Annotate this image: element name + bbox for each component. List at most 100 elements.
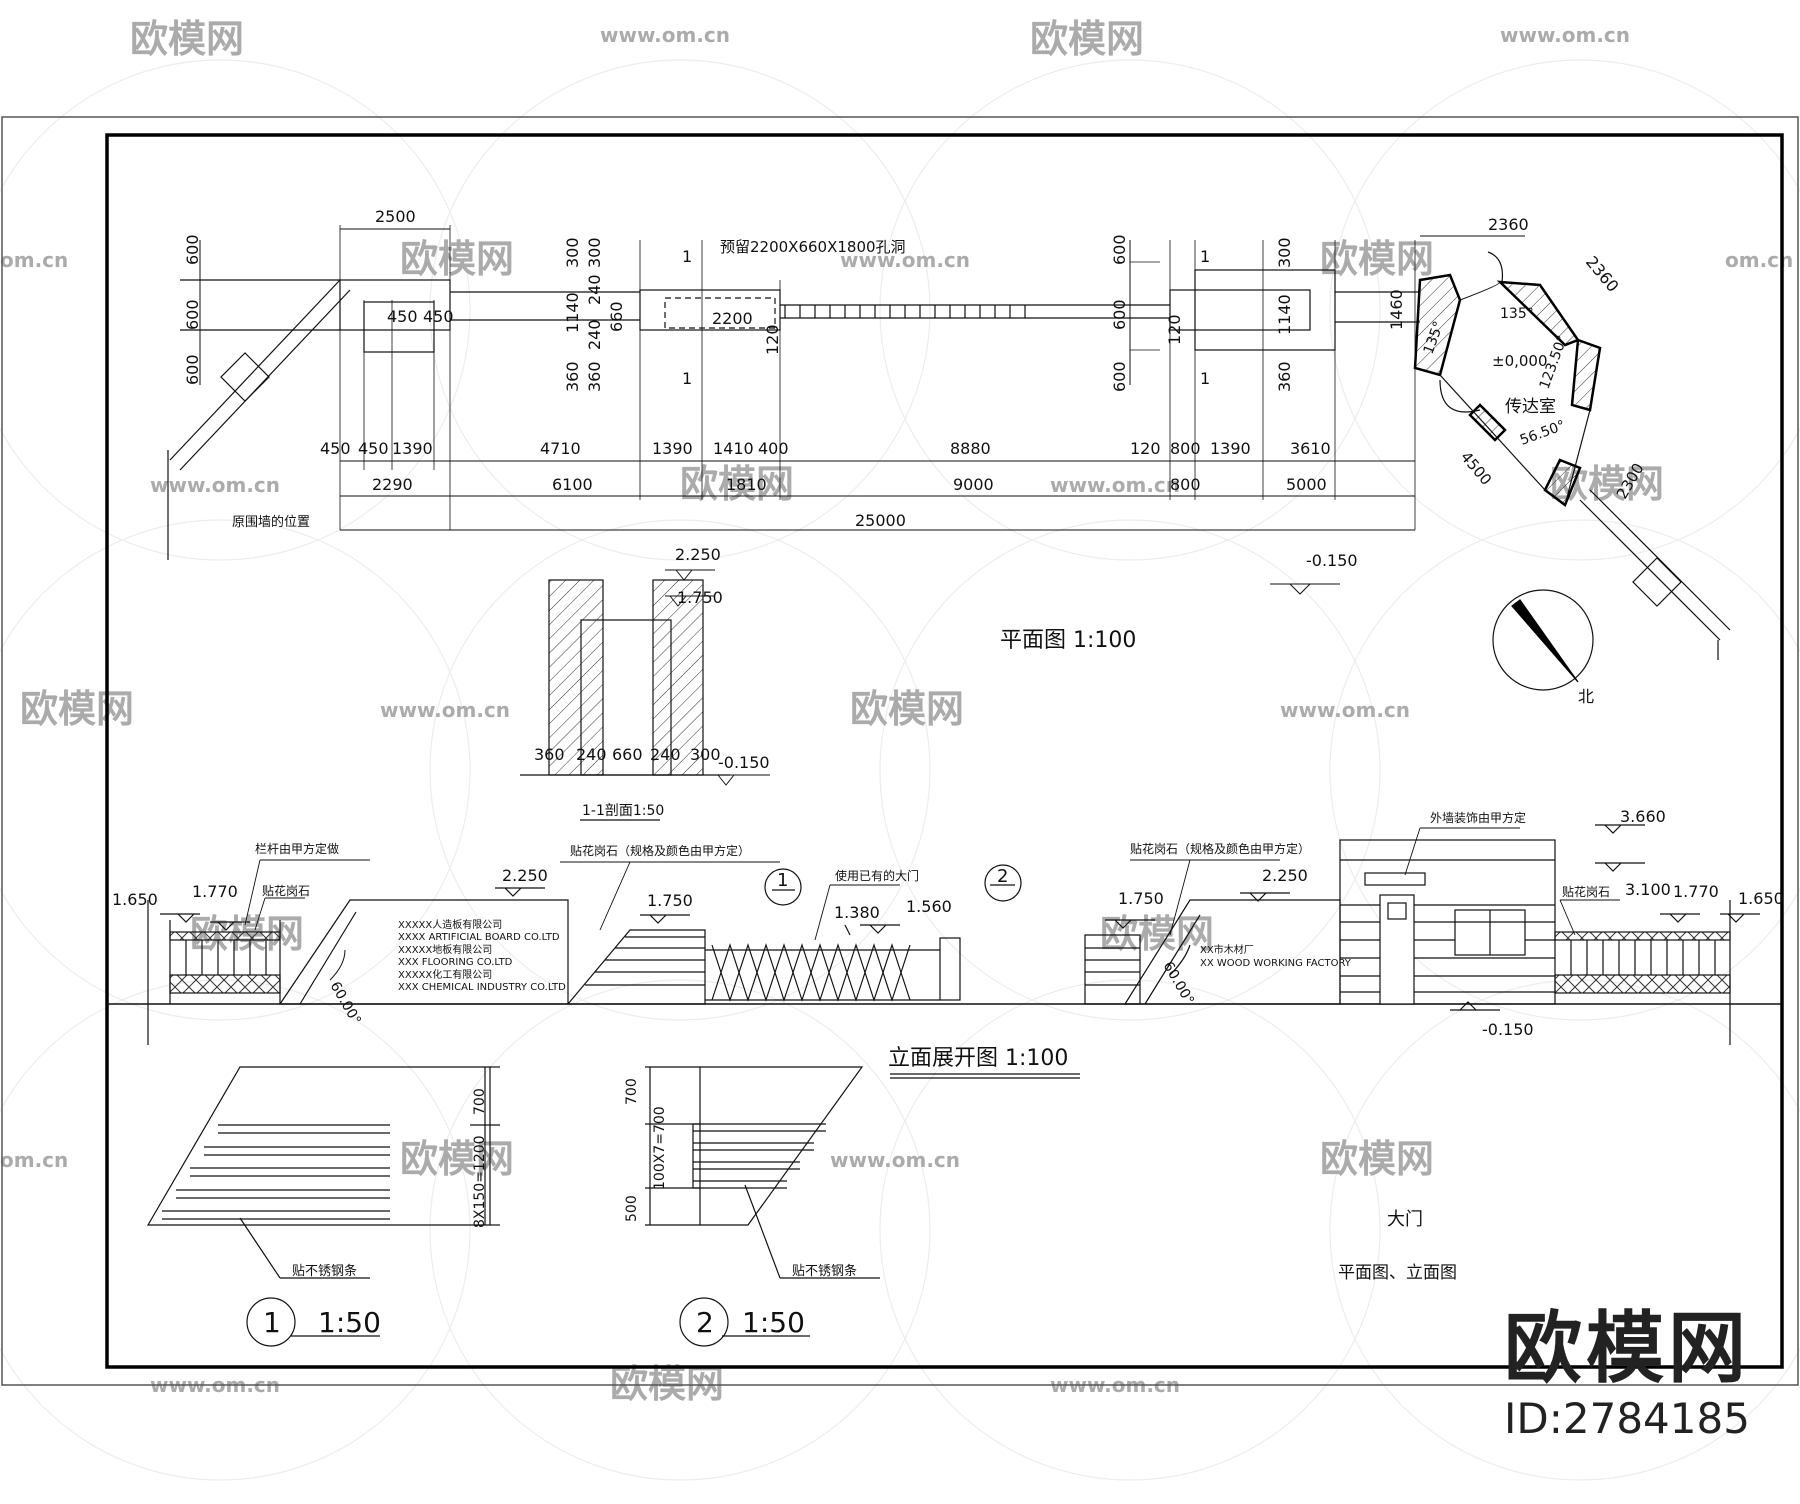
dim-text: 300 [1275,237,1294,268]
column-left [220,352,270,402]
dim-text: 360 [534,745,565,764]
dim-text: 360 [585,361,604,392]
watermark-brand: 欧模网 [400,237,514,281]
dim-text: 1410 [713,439,754,458]
note-text: 贴花岗石（规格及颜色由甲方定） [1130,841,1310,856]
elev-text: 1.770 [1673,882,1719,901]
watermark-brand: 欧模网 [130,17,244,61]
pier-stair-left [566,929,706,1005]
section-labels: 2.250 1.750 -0.150 360 240 660 240 300 1… [534,545,770,819]
plan-title: 平面图 1:100 [1000,628,1136,653]
watermark-site-short: om.cn [0,248,68,272]
dim-text: 120 [1165,314,1184,345]
dim-text: 300 [585,237,604,268]
dim-text: 600 [1110,361,1129,392]
dim-text: 4500 [1457,448,1495,489]
fence-left [160,913,281,1004]
elev-text: 1.560 [906,897,952,916]
watermark-brand: 欧模网 [1320,1137,1434,1181]
dim-text: 300 [690,745,721,764]
elev-text: 2.250 [502,866,548,885]
callout-number: 2 [997,866,1008,887]
dim-text: 400 [758,439,789,458]
detail-1-labels: 700 8X150=1200 贴不锈钢条 1 1:50 [263,1088,488,1339]
dim-text: 1390 [652,439,693,458]
dim-text: 120 [1130,439,1161,458]
dim-text: 600 [1110,234,1129,265]
section-mark: 1 [682,247,692,266]
drawing-name: 大门 [1387,1209,1423,1230]
dim-text: 240 [585,274,604,305]
note-text: 贴花岗石 [262,883,310,898]
pier-center [639,289,781,331]
sign-line: XXX CHEMICAL INDUSTRY CO.LTD [398,982,566,993]
dim-text: 450 [423,307,454,326]
dim-text: 660 [607,301,626,332]
sliding-gate-track [784,305,1026,318]
watermark-site: www.om.cn [1050,473,1180,497]
watermark-brand: 欧模网 [1320,237,1434,281]
elevation-ground: -0.150 [1306,551,1358,570]
elev-text: 3.660 [1620,807,1666,826]
angle-text: 60.00° [1160,959,1197,1008]
dim-text: 800 [1170,439,1201,458]
watermark-site: www.om.cn [830,1148,960,1172]
dim-text: 100X7=700 [652,1106,668,1190]
detail-1 [146,1066,500,1347]
watermark-arcs [0,59,1800,1481]
dim-text: 8880 [950,439,991,458]
plan-labels: 2500 450 450 2200 2360 2360 预留2200X660X1… [183,207,1648,706]
outer-frame [1,116,1799,1386]
brand-block: 欧模网 ID:2784185 [1504,1310,1750,1443]
dimension-lines [199,228,1525,531]
dim-text: 360 [563,361,582,392]
dim-text: 6100 [552,475,593,494]
watermark-brand: 欧模网 [1030,17,1144,61]
dim-text: 240 [650,745,681,764]
dim-text: 660 [612,745,643,764]
folding-gate [705,924,961,1002]
watermark-brand: 欧模网 [610,1362,724,1406]
dim-text: 4710 [540,439,581,458]
plan-view [167,225,1731,691]
north-label: 北 [1578,687,1594,706]
angle-text: 56.50° [1518,418,1568,449]
dim-text: 450 [358,439,389,458]
dim-text: 3610 [1290,439,1331,458]
note-text: 贴花岗石（规格及颜色由甲方定） [570,843,750,858]
dim-text: 1810 [726,475,767,494]
detail-number: 2 [696,1306,714,1339]
dim-text: 450 [387,307,418,326]
sign-line: XXXXX人造板有限公司 [398,918,502,931]
detail-2-labels: 700 100X7=700 500 贴不锈钢条 2 1:50 [624,1078,857,1339]
room-name: 传达室 [1505,397,1556,417]
dim-text: 800 [1170,475,1201,494]
elev-text: 2.250 [1262,866,1308,885]
elev-text: 1.750 [677,588,723,607]
sign-line: XX市木材厂 [1200,943,1254,956]
note-text: 使用已有的大门 [835,868,919,883]
elev-text: 1.750 [1118,889,1164,908]
pier-right-base [1194,269,1336,351]
detail-note: 贴不锈钢条 [792,1263,857,1279]
section-mark: 1 [682,369,692,388]
dim-text: 600 [183,234,202,265]
watermark-brand: 欧模网 [680,462,794,506]
dim-text: 700 [624,1078,640,1105]
elev-text: 3.100 [1625,880,1671,899]
watermark-site: www.om.cn [380,698,510,722]
watermark-brand: 欧模网 [400,1137,514,1181]
leader-lines [244,827,1620,941]
note-text: 栏杆由甲方定做 [255,841,339,856]
detail-2 [645,1066,880,1347]
old-wall-note: 原围墙的位置 [232,514,310,530]
elev-text: 1.650 [112,890,158,909]
watermark-brand: 欧模网 [1100,912,1214,956]
elev-text: 1.380 [834,903,880,922]
dim-text: 8X150=1200 [472,1135,488,1228]
elev-text: 1.750 [647,891,693,910]
guard-booth-plan [1413,251,1731,660]
section-title: 1-1剖面1:50 [582,803,664,819]
